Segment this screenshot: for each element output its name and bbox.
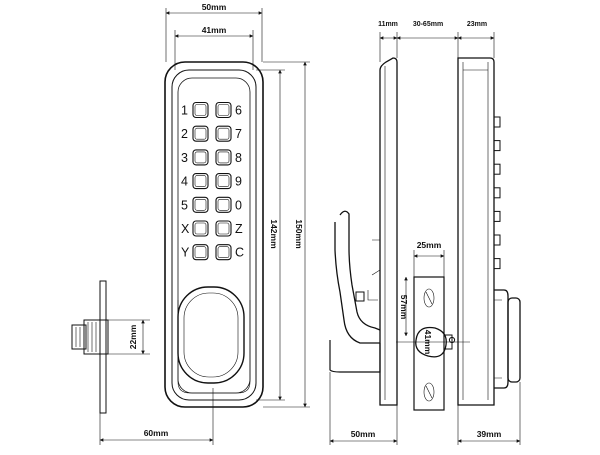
dim-top-right: 23mm	[467, 21, 487, 28]
dim-latch-spacing: 22mm	[128, 324, 138, 349]
keypad-label-left: 2	[181, 127, 188, 141]
dim-door-thickness: 30-65mm	[413, 21, 443, 28]
keypad-label-left: 1	[181, 104, 188, 118]
lock-body	[164, 61, 264, 408]
keypad-button[interactable]	[215, 196, 232, 213]
keypad-button-face	[217, 199, 230, 211]
side-view: 11mm 30-65mm 23mm 25mm 57mm 41mm 50mm 39…	[329, 21, 521, 445]
front-dimension-lines	[99, 8, 310, 445]
side-key-profile	[493, 187, 501, 199]
dim-bottom-left: 50mm	[351, 429, 376, 439]
keypad-button-face	[217, 175, 230, 187]
keypad-button[interactable]	[215, 244, 232, 261]
keypad-button-face	[217, 222, 230, 235]
dim-height-outer: 150mm	[294, 219, 304, 249]
keypad-button-face	[194, 222, 207, 235]
side-key-profile	[493, 210, 501, 222]
keypad-button[interactable]	[192, 220, 209, 237]
side-key-profile	[493, 234, 501, 246]
side-keys	[493, 116, 501, 270]
keypad-button-face	[194, 246, 207, 258]
dim-spindle: 41mm	[423, 330, 433, 355]
turn-handle	[177, 286, 245, 384]
dim-bottom-right: 39mm	[477, 429, 502, 439]
dim-top-left: 11mm	[378, 21, 398, 28]
keypad-button[interactable]	[192, 149, 209, 166]
keypad-label-right: 8	[235, 151, 242, 165]
keypad-label-right: 9	[235, 175, 242, 189]
keypad-label-right: 7	[235, 127, 242, 141]
side-knob	[494, 289, 521, 389]
dim-plate-width: 25mm	[417, 240, 442, 250]
side-key-profile	[493, 140, 501, 152]
keypad: 1 6 2 7 3 8 4 9 5 0X Z Y C	[181, 101, 244, 261]
keypad-button[interactable]	[215, 220, 232, 237]
keypad-button-face	[217, 127, 230, 140]
dim-height-inner: 142mm	[269, 219, 279, 249]
dim-width-outer: 50mm	[202, 2, 227, 12]
side-lever	[329, 210, 381, 373]
keypad-label-left: Y	[181, 246, 190, 260]
keypad-button[interactable]	[215, 173, 232, 190]
keypad-button-face	[194, 104, 207, 116]
side-inner-body	[457, 57, 495, 406]
keypad-button[interactable]	[192, 125, 209, 142]
side-dimension-lines	[329, 32, 521, 445]
dim-backset: 60mm	[144, 428, 169, 438]
latch-bolt	[71, 280, 109, 414]
keypad-button-face	[194, 151, 207, 164]
mortise-plate	[396, 276, 470, 411]
keypad-button-face	[217, 246, 230, 258]
side-outer-plate	[379, 57, 398, 406]
keypad-label-left: 3	[181, 151, 188, 165]
side-key-profile	[493, 116, 501, 128]
keypad-button[interactable]	[192, 101, 209, 119]
keypad-label-right: Z	[235, 222, 243, 236]
keypad-button[interactable]	[215, 101, 232, 119]
front-view: 1 6 2 7 3 8 4 9 5 0X Z Y C	[71, 2, 310, 445]
keypad-label-left: 4	[181, 175, 188, 189]
keypad-label-right: C	[235, 246, 244, 260]
keypad-button-face	[217, 151, 230, 164]
keypad-label-right: 6	[235, 104, 242, 118]
keypad-button[interactable]	[192, 244, 209, 261]
dim-width-inner: 41mm	[202, 25, 227, 35]
dim-plate-height: 57mm	[399, 295, 409, 320]
keypad-button[interactable]	[215, 125, 232, 142]
side-key-profile	[493, 258, 501, 270]
keypad-button-face	[194, 175, 207, 187]
keypad-button-face	[194, 127, 207, 140]
keypad-button[interactable]	[215, 149, 232, 166]
keypad-label-right: 0	[235, 198, 242, 212]
keypad-button[interactable]	[192, 173, 209, 190]
keypad-button-face	[217, 104, 230, 116]
keypad-label-left: 5	[181, 198, 188, 212]
keypad-button[interactable]	[192, 196, 209, 213]
keypad-button-face	[194, 199, 207, 211]
side-key-profile	[493, 163, 501, 175]
keypad-label-left: X	[181, 222, 190, 236]
